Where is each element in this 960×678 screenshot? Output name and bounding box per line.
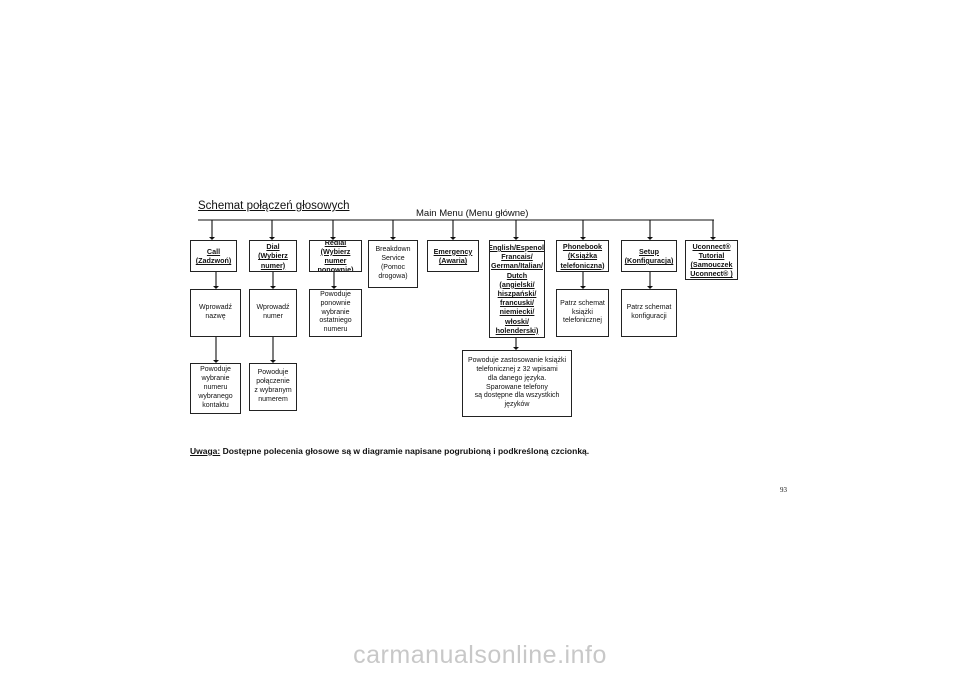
language-command-box: English/Espenol/ Francais/ German/Italia…	[489, 240, 545, 338]
language-phonebook-info-box: Powoduje zastosowanie książki telefonicz…	[462, 350, 572, 417]
tutorial-command-box: Uconnect® Tutorial (Samouczek Uconnect® …	[685, 240, 738, 280]
note-label: Uwaga:	[190, 446, 221, 456]
diagram-title: Schemat połączeń głosowych	[198, 200, 350, 212]
dial-command-box: Dial (Wybierz numer)	[249, 240, 297, 272]
call-dial-contact-box: Powoduje wybranie numeru wybranego konta…	[190, 363, 241, 414]
emergency-command-box: Emergency (Awaria)	[427, 240, 479, 272]
main-menu-label: Main Menu (Menu główne)	[416, 208, 529, 219]
note-text: Dostępne polecenia głosowe są w diagrami…	[220, 446, 590, 456]
redial-command-box: Redial (Wybierz numer ponownie)	[309, 240, 362, 272]
setup-command-box: Setup (Konfiguracja)	[621, 240, 677, 272]
page-number: 93	[780, 486, 787, 494]
dial-connect-number-box: Powoduje połączenie z wybranym numerem	[249, 363, 297, 411]
redial-action-box: Powoduje ponownie wybranie ostatniego nu…	[309, 289, 362, 337]
watermark: carmanualsonline.info	[353, 641, 607, 669]
call-command-box: Call (Zadzwoń)	[190, 240, 237, 272]
phonebook-see-diagram-box: Patrz schemat książki telefonicznej	[556, 289, 609, 337]
call-enter-name-box: Wprowadź nazwę	[190, 289, 241, 337]
setup-see-diagram-box: Patrz schemat konfiguracji	[621, 289, 677, 337]
phonebook-command-box: Phonebook (Książka telefoniczna)	[556, 240, 609, 272]
dial-enter-number-box: Wprowadź numer	[249, 289, 297, 337]
breakdown-service-box: Breakdown Service (Pomoc drogowa)	[368, 240, 418, 288]
note: Uwaga: Dostępne polecenia głosowe są w d…	[190, 446, 589, 456]
